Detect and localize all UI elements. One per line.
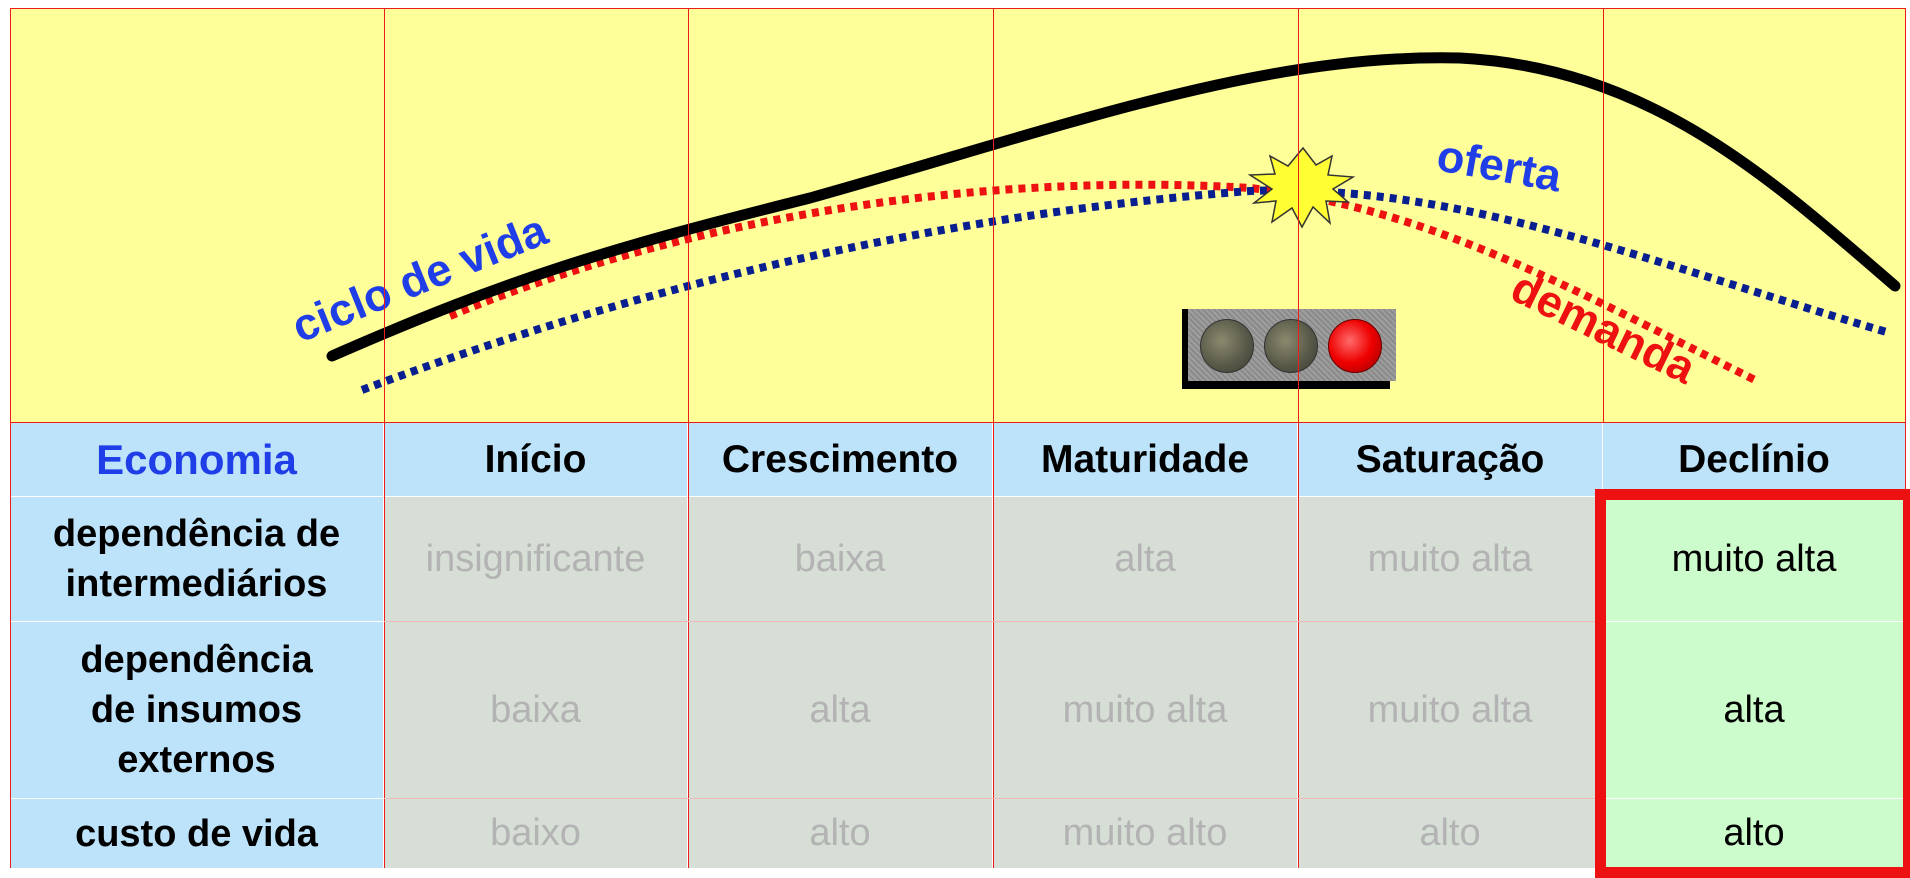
stage-header-declinio: Declínio — [1603, 423, 1905, 496]
table-cell-highlighted: alto — [1603, 799, 1905, 868]
grid-line — [688, 8, 689, 868]
grid-line — [993, 8, 994, 868]
table-cell: muito alta — [1298, 497, 1602, 621]
grid-line — [10, 422, 1906, 423]
supply-label: oferta — [1433, 130, 1566, 202]
grid-line — [1603, 8, 1604, 423]
table-cell: insignificante — [384, 497, 687, 621]
demand-label: demanda — [1504, 261, 1705, 394]
table-cell: muito alta — [993, 622, 1297, 798]
table-cell: alta — [688, 622, 992, 798]
economia-header: Economia — [10, 423, 383, 496]
stage-header-maturidade: Maturidade — [993, 423, 1297, 496]
table-cell: baixa — [384, 622, 687, 798]
traffic-lamp-off — [1264, 319, 1318, 373]
chart-area: ciclo de vida oferta demanda — [10, 8, 1905, 423]
table-cell: baixo — [384, 799, 687, 868]
grid-line — [1298, 8, 1299, 868]
table-cell-highlighted: muito alta — [1603, 497, 1905, 621]
table-cell: baixa — [688, 497, 992, 621]
traffic-light-icon — [1182, 309, 1396, 389]
supply-curve — [360, 186, 1892, 394]
row-label-custo-de-vida: custo de vida — [10, 799, 383, 868]
demand-curve — [448, 180, 1757, 384]
stage-header-crescimento: Crescimento — [688, 423, 992, 496]
table-cell: alta — [993, 497, 1297, 621]
table-cell: alto — [1298, 799, 1602, 868]
table-cell: alto — [688, 799, 992, 868]
stage-header-saturacao: Saturação — [1298, 423, 1602, 496]
table-cell: muito alta — [1298, 622, 1602, 798]
curves-svg: ciclo de vida oferta demanda — [285, 52, 1901, 394]
declinio-highlight-box — [1595, 489, 1910, 878]
row-label-intermediarios: dependência de intermediários — [10, 497, 383, 621]
grid-line — [10, 8, 1906, 9]
grid-line — [384, 798, 1604, 799]
grid-line — [1905, 8, 1906, 868]
grid-line — [384, 621, 1604, 622]
grid-line — [384, 8, 385, 868]
explosion-burst-icon — [1247, 146, 1356, 229]
grid-line — [10, 8, 11, 868]
life-cycle-curve — [326, 52, 1901, 362]
table-cell-highlighted: alta — [1603, 622, 1905, 798]
traffic-lamp-red — [1328, 319, 1382, 373]
row-label-insumos-externos: dependência de insumos externos — [10, 622, 383, 798]
stage-header-inicio: Início — [384, 423, 687, 496]
table-cell: muito alto — [993, 799, 1297, 868]
traffic-lamp-off — [1200, 319, 1254, 373]
